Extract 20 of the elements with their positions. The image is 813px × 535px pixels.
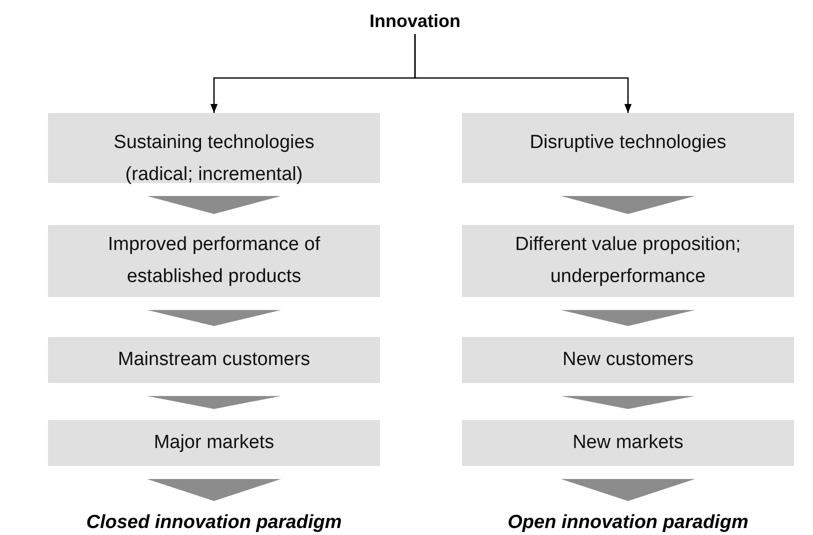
outcome-label: Closed innovation paradigm [86,512,342,534]
arrow [414,34,632,113]
process-box: New markets [462,420,794,466]
process-box: Major markets [48,420,380,466]
chevron-arrow [147,479,281,501]
chevron-arrow [561,396,695,409]
chevron-arrow [561,310,695,326]
chevron-arrow [561,479,695,501]
process-box: Improved performance of established products [48,225,380,297]
process-box: Disruptive technologies [462,113,794,183]
process-box: Sustaining technologies (radical; incremental) [48,113,380,183]
process-box: New customers [462,337,794,383]
outcome-label: Open innovation paradigm [508,512,748,534]
chevron-arrow [147,396,281,409]
heading: Innovation [370,10,460,32]
chevron-arrow [147,310,281,326]
chevron-arrow [561,196,695,214]
process-box: Different value proposition; underperformance [462,225,794,297]
chevron-arrow [147,196,281,214]
process-box: Mainstream customers [48,337,380,383]
